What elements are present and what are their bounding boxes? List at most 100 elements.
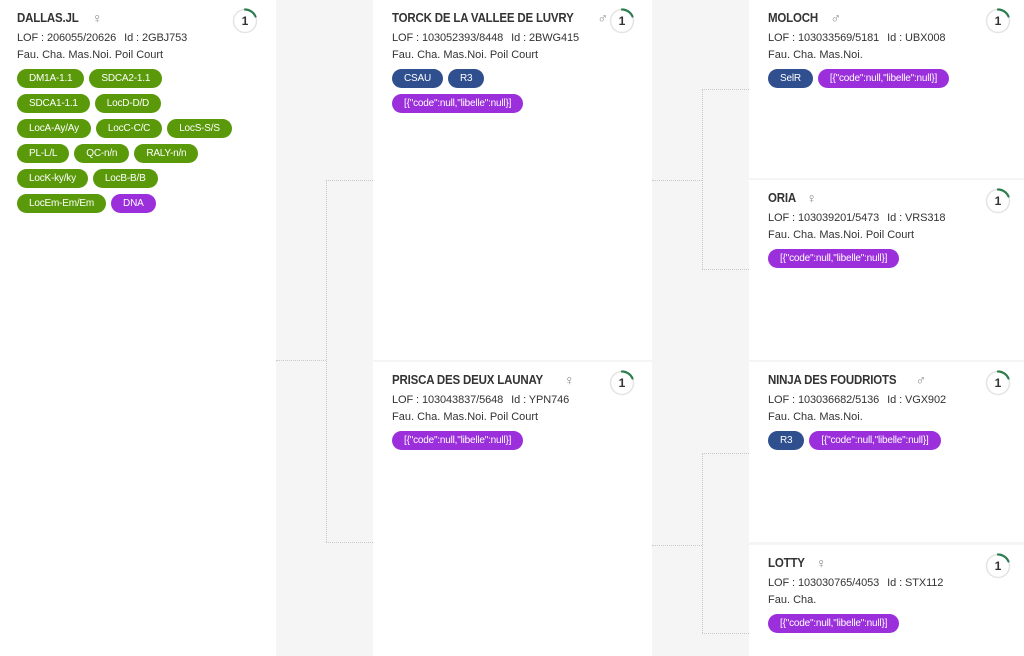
score-gauge: 1 [985,553,1011,579]
pedigree-card-dam[interactable]: PRISCA DES DEUX LAUNAY ♀ LOF : 103043837/… [373,362,652,656]
male-icon: ♂ [597,10,608,26]
dog-description: Fau. Cha. Mas.Noi. Poil Court [17,49,164,61]
gauge-ring [985,553,1011,579]
dog-name[interactable]: NINJA DES FOUDRIOTS [768,373,897,387]
dog-description: Fau. Cha. [768,594,817,606]
tag-list: SelR[{"code":null,"libelle":null}] [768,69,984,88]
female-icon: ♀ [815,555,827,571]
gauge-ring [609,8,635,34]
gauge-ring [985,188,1011,214]
score-value: 1 [618,14,626,28]
dog-name[interactable]: ORIA [768,191,797,205]
dog-name[interactable]: TORCK DE LA VALLEE DE LUVRY [392,11,574,25]
female-icon: ♀ [91,10,103,26]
gauge-ring [985,370,1011,396]
tag-badge[interactable]: DNA [111,194,156,213]
dog-name[interactable]: MOLOCH [768,11,819,25]
lof-number: LOF : 103033569/5181 [768,32,880,44]
tag-badge[interactable]: CSAU [392,69,443,88]
score-gauge: 1 [985,188,1011,214]
score-value: 1 [994,194,1002,208]
dog-id: Id : VGX902 [887,394,946,406]
tag-list: [{"code":null,"libelle":null}] [768,614,984,633]
tag-badge[interactable]: SelR [768,69,813,88]
dog-name[interactable]: DALLAS.JL [17,11,79,25]
tag-badge[interactable]: [{"code":null,"libelle":null}] [809,431,941,450]
connector-line [702,89,703,269]
connector-line [702,89,749,90]
tag-badge[interactable]: [{"code":null,"libelle":null}] [768,614,900,633]
dog-name[interactable]: LOTTY [768,556,805,570]
pedigree-card-dog[interactable]: DALLAS.JL ♀ LOF : 206055/20626 Id : 2GBJ75… [0,0,276,656]
tag-badge[interactable]: R3 [768,431,805,450]
tag-badge[interactable]: LocA-Ay/Ay [17,119,91,138]
dog-description: Fau. Cha. Mas.Noi. Poil Court [392,411,539,423]
tag-list: [{"code":null,"libelle":null}] [392,431,612,450]
score-gauge: 1 [609,8,635,34]
connector-line [702,453,703,633]
tag-badge[interactable]: [{"code":null,"libelle":null}] [392,431,524,450]
tag-badge[interactable]: SDCA1-1.1 [17,94,90,113]
connector-line [702,453,749,454]
score-gauge: 1 [232,8,258,34]
dog-id: Id : YPN746 [511,394,570,406]
score-value: 1 [241,14,249,28]
dog-id: Id : 2BWG415 [511,32,580,44]
pedigree-card-sire[interactable]: TORCK DE LA VALLEE DE LUVRY ♂ LOF : 10305… [373,0,652,360]
lof-number: LOF : 206055/20626 [17,32,117,44]
connector-line [276,360,326,361]
tag-badge[interactable]: QC-n/n [74,144,130,163]
lof-number: LOF : 103030765/4053 [768,577,880,589]
connector-line [702,269,749,270]
dog-id: Id : 2GBJ753 [124,32,188,44]
tag-badge[interactable]: RALY-n/n [134,144,199,163]
tag-badge[interactable]: [{"code":null,"libelle":null}] [768,249,900,268]
female-icon: ♀ [564,372,575,388]
dog-description: Fau. Cha. Mas.Noi. [768,49,863,61]
gauge-ring [232,8,258,34]
dog-description: Fau. Cha. Mas.Noi. Poil Court [392,49,539,61]
tag-badge[interactable]: LocK-ky/ky [17,169,88,188]
dog-id: Id : VRS318 [887,212,946,224]
tag-badge[interactable]: DM1A-1.1 [17,69,85,88]
gauge-ring [985,8,1011,34]
connector-line [652,545,702,546]
connector-line [702,633,749,634]
tag-badge[interactable]: LocD-D/D [94,94,162,113]
score-gauge: 1 [985,8,1011,34]
tag-badge[interactable]: LocC-C/C [95,119,163,138]
tag-badge[interactable]: [{"code":null,"libelle":null}] [817,69,950,88]
pedigree-card-dam-dam[interactable]: LOTTY ♀ LOF : 103030765/4053 Id : STX112 F… [749,545,1024,656]
tag-badge[interactable]: LocS-S/S [167,119,232,138]
pedigree-card-dam-sire[interactable]: NINJA DES FOUDRIOTS ♂ LOF : 103036682/513… [749,362,1024,542]
tag-list: R3[{"code":null,"libelle":null}] [768,431,984,450]
tag-badge[interactable]: [{"code":null,"libelle":null}] [392,94,524,113]
dog-name[interactable]: PRISCA DES DEUX LAUNAY [392,373,544,387]
lof-number: LOF : 103052393/8448 [392,32,504,44]
score-value: 1 [994,559,1002,573]
tag-badge[interactable]: PL-L/L [17,144,70,163]
tag-badge[interactable]: SDCA2-1.1 [89,69,163,88]
tag-badge[interactable]: R3 [447,69,485,88]
lof-number: LOF : 103039201/5473 [768,212,880,224]
connector-line [326,542,373,543]
score-value: 1 [994,14,1002,28]
tag-badge[interactable]: LocEm-Em/Em [17,194,107,213]
male-icon: ♂ [915,372,927,388]
connector-line [652,180,702,181]
dog-id: Id : UBX008 [887,32,946,44]
tag-badge[interactable]: LocB-B/B [92,169,158,188]
dog-id: Id : STX112 [887,577,944,589]
connector-line [326,180,327,542]
female-icon: ♀ [806,190,817,206]
score-value: 1 [618,376,626,390]
lof-number: LOF : 103043837/5648 [392,394,504,406]
tag-list: [{"code":null,"libelle":null}] [768,249,984,268]
dog-description: Fau. Cha. Mas.Noi. [768,411,863,423]
score-gauge: 1 [609,370,635,396]
lof-number: LOF : 103036682/5136 [768,394,880,406]
